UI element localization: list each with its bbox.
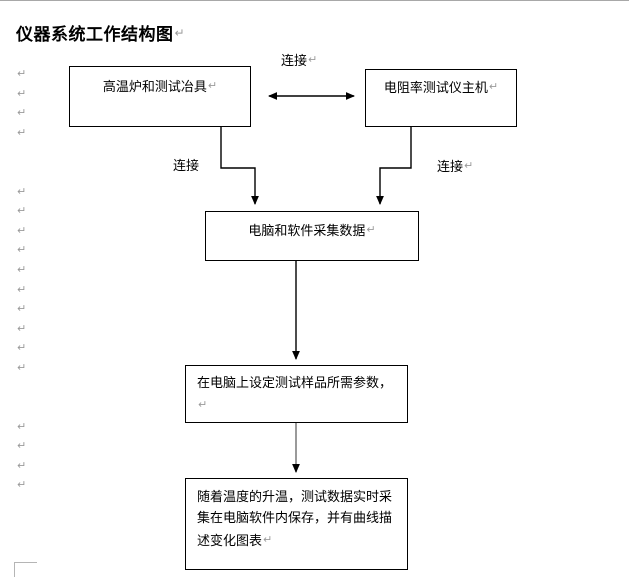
margin-spacer: ↵ (17, 142, 37, 162)
flow-box-acquire-label: 电脑和软件采集数据 (248, 224, 366, 239)
flow-box-record[interactable]: 随着温度的升温，测试数据实时采集在电脑软件内保存，并有曲线描述变化图表↵ (185, 478, 408, 570)
paragraph-mark-icon: ↵ (17, 86, 27, 100)
paragraph-mark-icon: ↵ (17, 67, 27, 80)
paragraph-mark-icon: ↵ (17, 321, 27, 335)
flow-box-acquire[interactable]: 电脑和软件采集数据↵ (205, 211, 419, 261)
paragraph-mark-icon: ↵ (263, 533, 273, 546)
paragraph-mark-icon: ↵ (17, 184, 27, 198)
page-title-text: 仪器系统工作结构图 (16, 25, 174, 44)
flow-box-furnace-label: 高温炉和测试冶具 (102, 80, 207, 95)
paragraph-mark-icon: ↵ (207, 79, 218, 92)
flow-box-record-label: 随着温度的升温，测试数据实时采集在电脑软件内保存，并有曲线描述变化图表 (197, 490, 393, 549)
paragraph-mark-icon: ↵ (17, 360, 27, 374)
paragraph-mark-icon: ↵ (17, 204, 27, 218)
paragraph-mark-icon: ↵ (17, 341, 27, 355)
flow-box-params-label: 在电脑上设定测试样品所需参数， (197, 376, 393, 391)
margin-spacer: ↵ (17, 397, 37, 417)
paragraph-mark-icon: ↵ (366, 223, 376, 236)
connector-label-right: 连接↵ (437, 156, 473, 175)
connector-label-right-text: 连接 (437, 160, 464, 175)
paragraph-mark-icon: ↵ (17, 106, 27, 120)
connector-furnace-acquire (220, 127, 259, 205)
text-boundary-corner-icon (14, 562, 37, 577)
flow-box-host[interactable]: 电阻率测试仪主机↵ (365, 69, 517, 127)
paragraph-mark-icon: ↵ (17, 439, 27, 453)
paragraph-mark-icon: ↵ (17, 243, 27, 257)
connector-label-left-text: 连接 (173, 159, 200, 174)
connector-label-left: 连接 (173, 155, 199, 174)
connector-label-top: 连接↵ (281, 50, 317, 69)
paragraph-mark-icon: ↵ (17, 478, 27, 492)
paragraph-mark-icon: ↵ (174, 26, 186, 40)
document-top-rule (0, 0, 629, 1)
paragraph-mark-icon: ↵ (17, 262, 27, 276)
connector-host-acquire (376, 127, 412, 205)
paragraph-mark-icon: ↵ (17, 302, 27, 316)
page-title: 仪器系统工作结构图↵ (16, 20, 185, 45)
margin-spacer: ↵ (17, 378, 37, 398)
paragraph-mark-icon: ↵ (17, 419, 27, 433)
paragraph-mark-icon: ↵ (17, 223, 27, 237)
flow-box-host-label: 电阻率测试仪主机 (383, 81, 488, 96)
paragraph-mark-icon: ↵ (198, 398, 208, 411)
paragraph-mark-icon: ↵ (308, 53, 318, 66)
paragraph-mark-icon: ↵ (488, 80, 499, 93)
margin-paragraph-marks: ↵↵↵↵↵↵↵↵↵↵↵↵↵↵↵↵↵↵↵↵↵↵ (17, 64, 37, 495)
paragraph-mark-icon: ↵ (17, 458, 27, 472)
flow-box-params[interactable]: 在电脑上设定测试样品所需参数， ↵ (185, 365, 408, 423)
flow-box-furnace[interactable]: 高温炉和测试冶具↵ (69, 66, 251, 127)
paragraph-mark-icon: ↵ (17, 125, 27, 139)
connector-label-top-text: 连接 (281, 54, 308, 69)
paragraph-mark-icon: ↵ (464, 159, 474, 172)
paragraph-mark-icon: ↵ (17, 282, 27, 296)
margin-spacer: ↵ (17, 162, 37, 182)
